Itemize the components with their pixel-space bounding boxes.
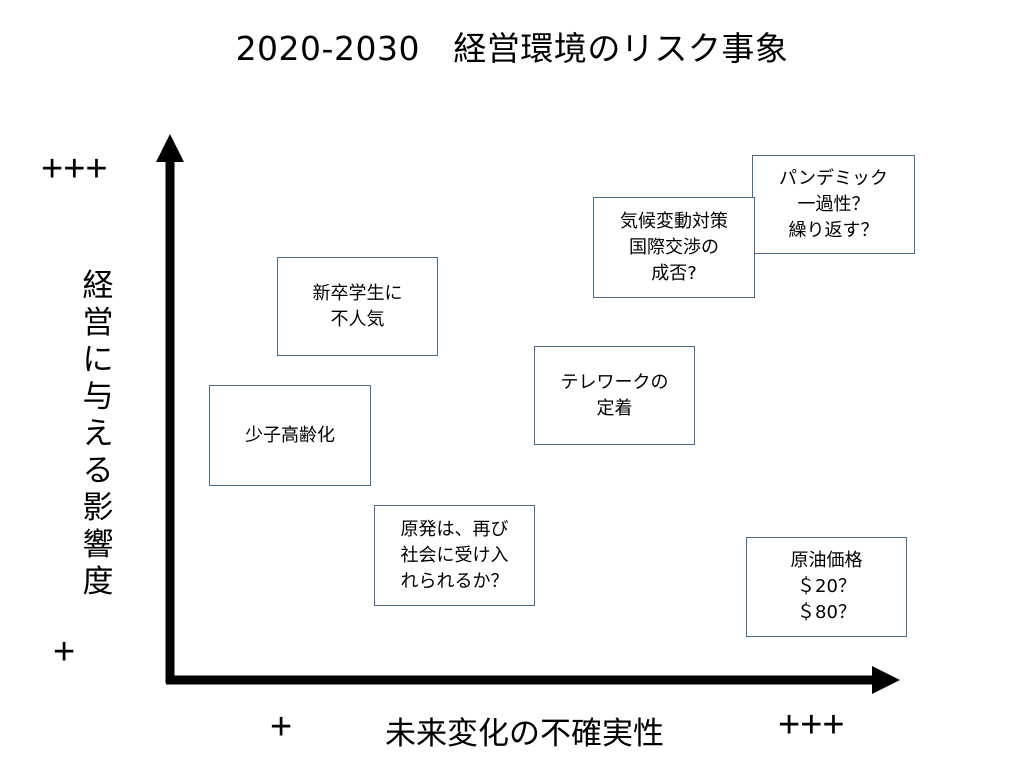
- x-axis-label: 未来変化の不確実性: [385, 716, 664, 752]
- x-axis-arrowhead: [872, 666, 900, 694]
- diagram-title: 2020-2030 経営環境のリスク事象: [235, 29, 789, 68]
- risk-box-nuclear-acceptance: 原発は、再び 社会に受け入 れられるか？: [374, 505, 535, 606]
- y-axis-high-tick: +++: [41, 148, 108, 190]
- y-axis-low-tick: +: [53, 631, 76, 673]
- risk-box-oil-price: 原油価格 ＄20？ ＄80？: [746, 537, 907, 637]
- risk-box-aging-population: 少子高齢化: [209, 385, 371, 486]
- risk-box-telework: テレワークの 定着: [534, 346, 695, 445]
- y-axis-arrowhead: [156, 134, 184, 162]
- x-axis-low-tick: +: [270, 706, 293, 748]
- risk-box-pandemic: パンデミック 一過性？ 繰り返す？: [752, 155, 915, 254]
- risk-box-unpopular-with-graduates: 新卒学生に 不人気: [277, 257, 438, 356]
- x-axis-high-tick: +++: [778, 704, 845, 746]
- y-axis-label: 経営に与える影響度: [82, 268, 114, 600]
- risk-box-climate-negotiation: 気候変動対策 国際交渉の 成否?: [593, 197, 755, 298]
